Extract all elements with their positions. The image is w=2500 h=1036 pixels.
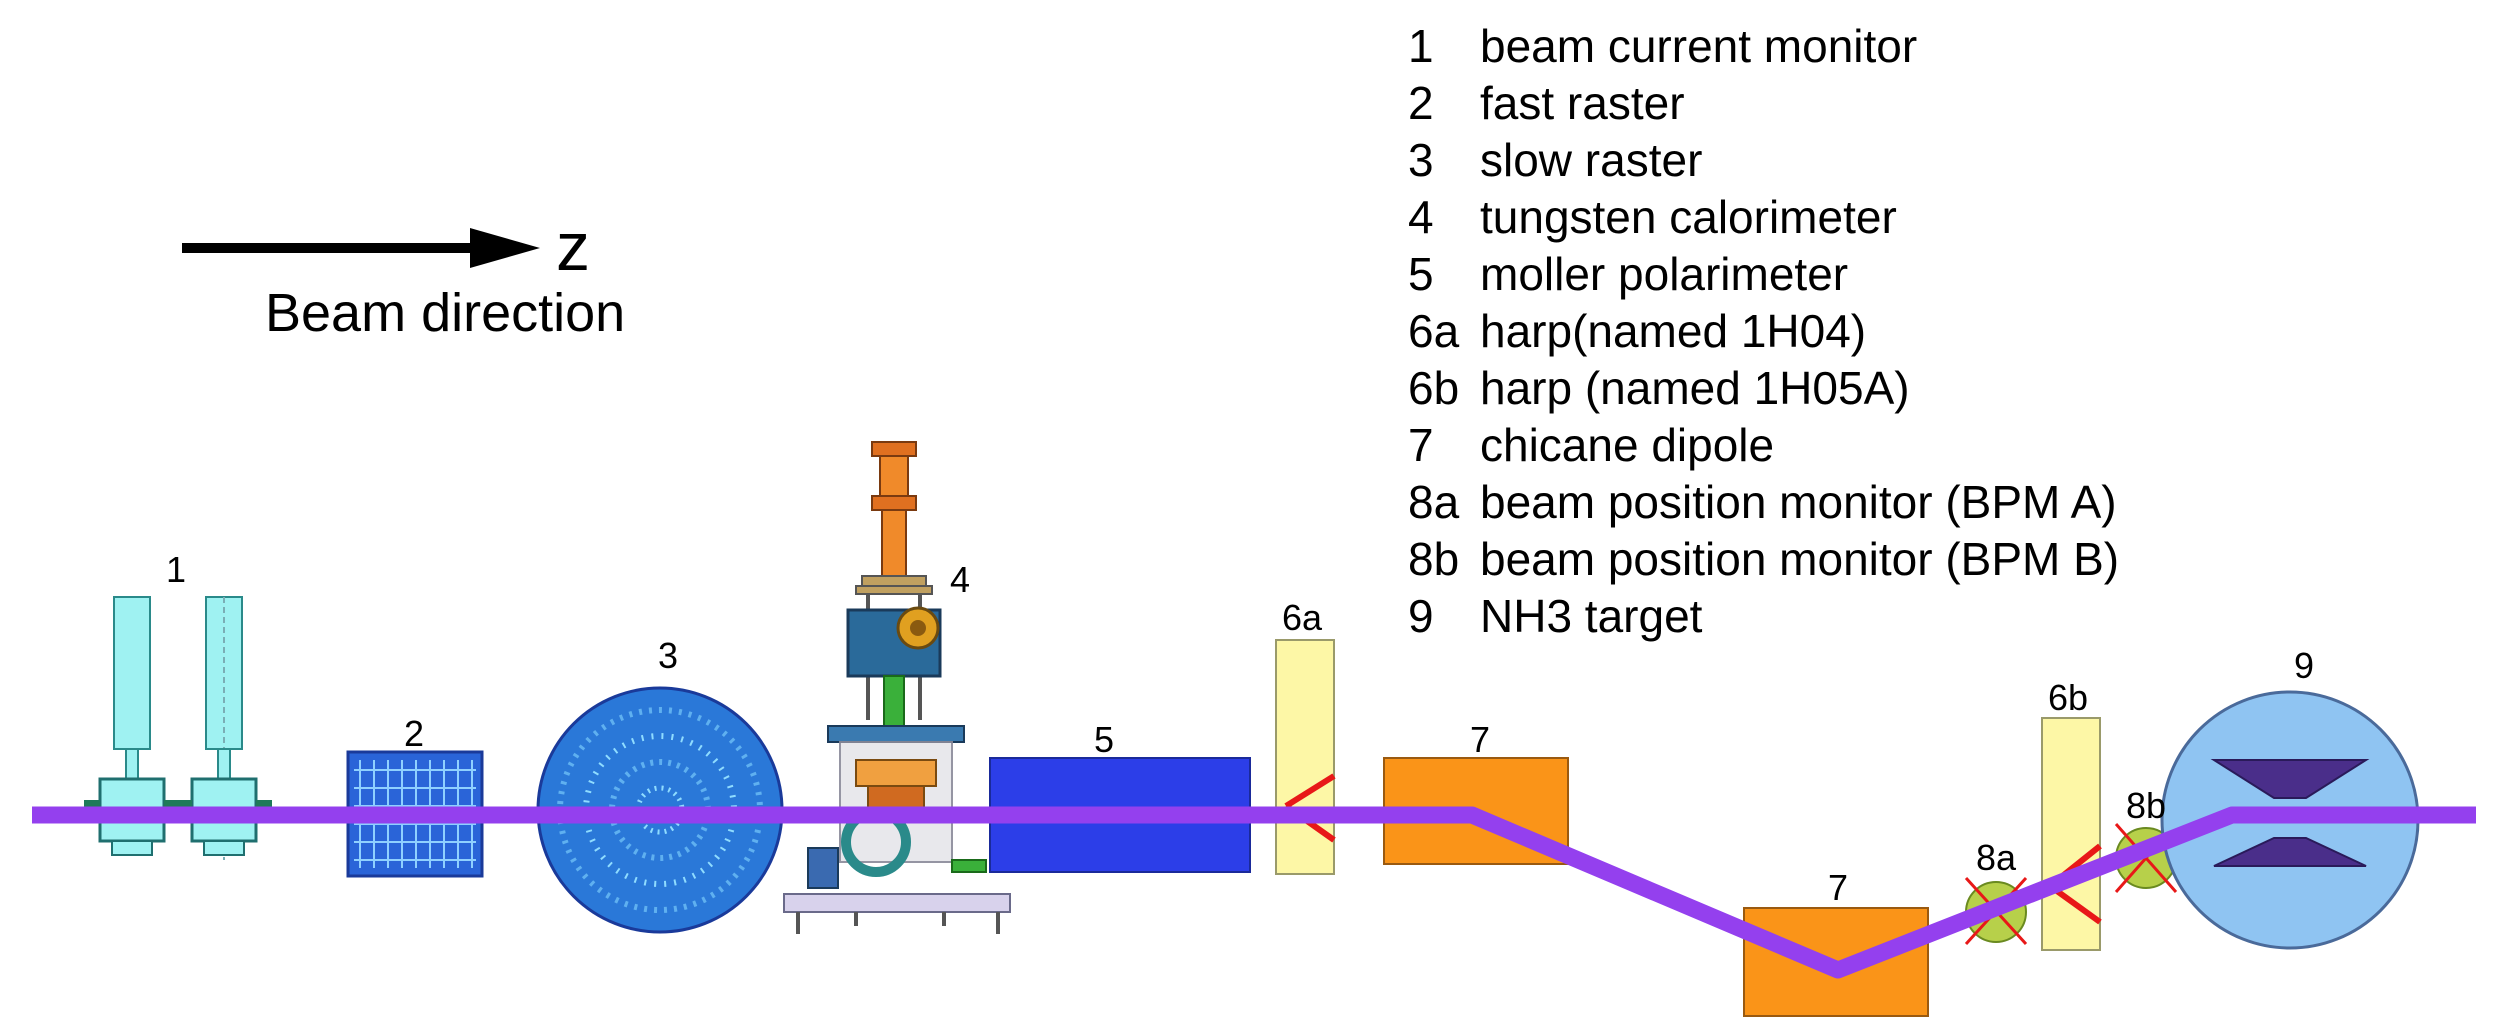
legend-key: 8b [1408, 533, 1460, 585]
label-bpm-b: 8b [2126, 785, 2166, 826]
legend-text: slow raster [1480, 134, 1703, 186]
legend-text: beam current monitor [1480, 20, 1918, 72]
label-harp-6a: 6a [1282, 597, 1323, 638]
label-bcm: 1 [166, 549, 186, 590]
label-slow-raster: 3 [658, 635, 678, 676]
label-moller: 5 [1094, 719, 1114, 760]
beam-path [32, 806, 2476, 979]
legend-text: beam position monitor (BPM B) [1480, 533, 2120, 585]
tungsten-calorimeter [783, 441, 1011, 934]
legend-text: harp(named 1H04) [1480, 305, 1867, 357]
label-dipole-1: 7 [1470, 719, 1490, 760]
harp-6a [1275, 639, 1336, 875]
legend-key: 4 [1408, 191, 1434, 243]
z-axis-label: z [556, 209, 590, 285]
label-fast-raster: 2 [404, 713, 424, 754]
legend-text: moller polarimeter [1480, 248, 1849, 300]
beam-direction-caption: Beam direction [265, 283, 626, 343]
beam-direction-arrow [182, 228, 540, 268]
legend-text: NH3 target [1480, 590, 1703, 642]
legend-key: 8a [1408, 476, 1460, 528]
label-bpm-a: 8a [1976, 837, 2017, 878]
legend-key: 7 [1408, 419, 1434, 471]
legend-key: 6a [1408, 305, 1460, 357]
label-dipole-2: 7 [1828, 867, 1848, 908]
legend-key: 3 [1408, 134, 1434, 186]
beam-current-monitor [84, 596, 272, 860]
legend-key: 6b [1408, 362, 1460, 414]
legend-text: chicane dipole [1480, 419, 1775, 471]
legend-text: fast raster [1480, 77, 1685, 129]
legend-text: tungsten calorimeter [1480, 191, 1897, 243]
legend-text: beam position monitor (BPM A) [1480, 476, 2117, 528]
legend-text: harp (named 1H05A) [1480, 362, 1910, 414]
legend-key: 1 [1408, 20, 1434, 72]
legend-key: 5 [1408, 248, 1434, 300]
label-calorimeter: 4 [950, 559, 970, 600]
harp-6b [2041, 717, 2102, 951]
legend-key: 2 [1408, 77, 1434, 129]
legend-key: 9 [1408, 590, 1434, 642]
label-target: 9 [2294, 645, 2314, 686]
label-harp-6b: 6b [2048, 677, 2088, 718]
